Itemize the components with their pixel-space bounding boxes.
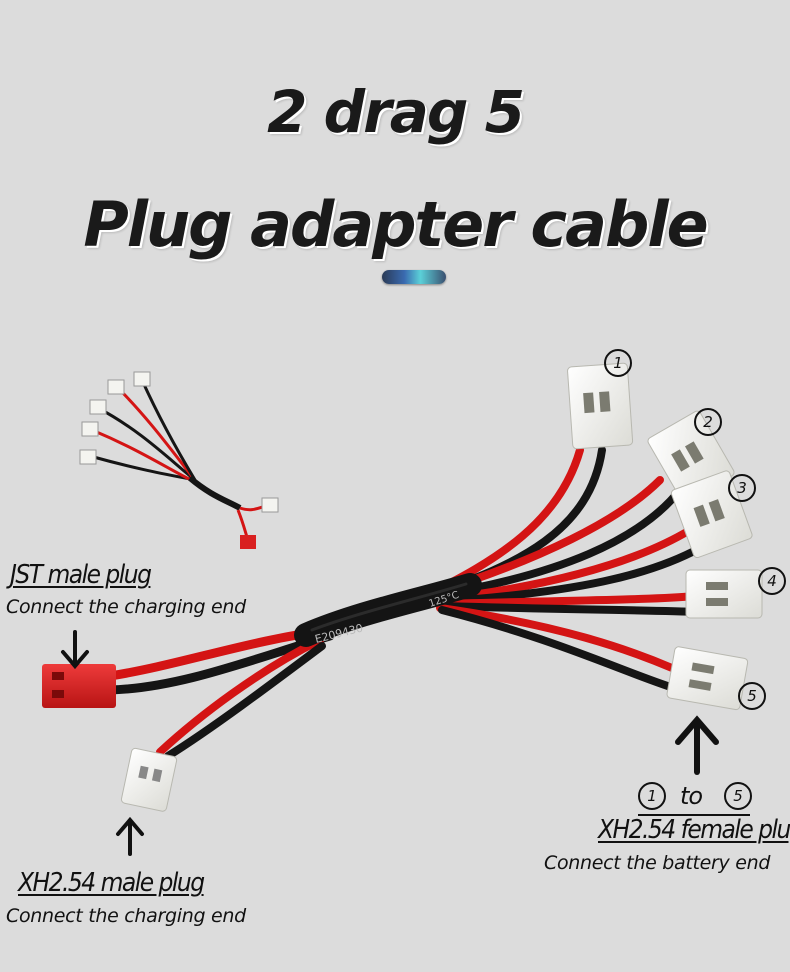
range-underline	[638, 814, 750, 816]
arrow-down-icon	[61, 630, 89, 670]
range-to-word: to	[680, 782, 703, 810]
xh-female-caption: Connect the battery end	[544, 852, 771, 874]
accent-pill	[382, 270, 446, 284]
title-line-2: Plug adapter cable	[83, 188, 708, 261]
xh-male-plug	[120, 747, 178, 812]
female-plug-4	[685, 569, 763, 619]
xh-male-caption: Connect the charging end	[6, 905, 246, 927]
range-from-number: 1	[638, 782, 666, 810]
jst-plug-caption: Connect the charging end	[6, 596, 246, 618]
plug-number-5: 5	[738, 682, 766, 710]
female-plug-5	[666, 646, 749, 711]
title-line-1: 2 drag 5	[267, 78, 525, 146]
range-to-number: 5	[724, 782, 752, 810]
jst-male-plug	[42, 664, 116, 708]
main-cable	[105, 446, 704, 760]
arrow-up-icon	[116, 816, 144, 856]
xh-female-label: XH2.54 female plug	[598, 815, 790, 845]
plug-number-3: 3	[728, 474, 756, 502]
female-plug-1	[567, 362, 634, 450]
arrow-up-large-icon	[675, 715, 719, 775]
xh-male-label: XH2.54 male plug	[18, 868, 205, 898]
plug-number-4: 4	[758, 567, 786, 595]
jst-plug-label: JST male plug	[10, 560, 152, 590]
thumbnail-cable	[79, 371, 279, 549]
plug-number-2: 2	[694, 408, 722, 436]
plug-number-1: 1	[604, 349, 632, 377]
